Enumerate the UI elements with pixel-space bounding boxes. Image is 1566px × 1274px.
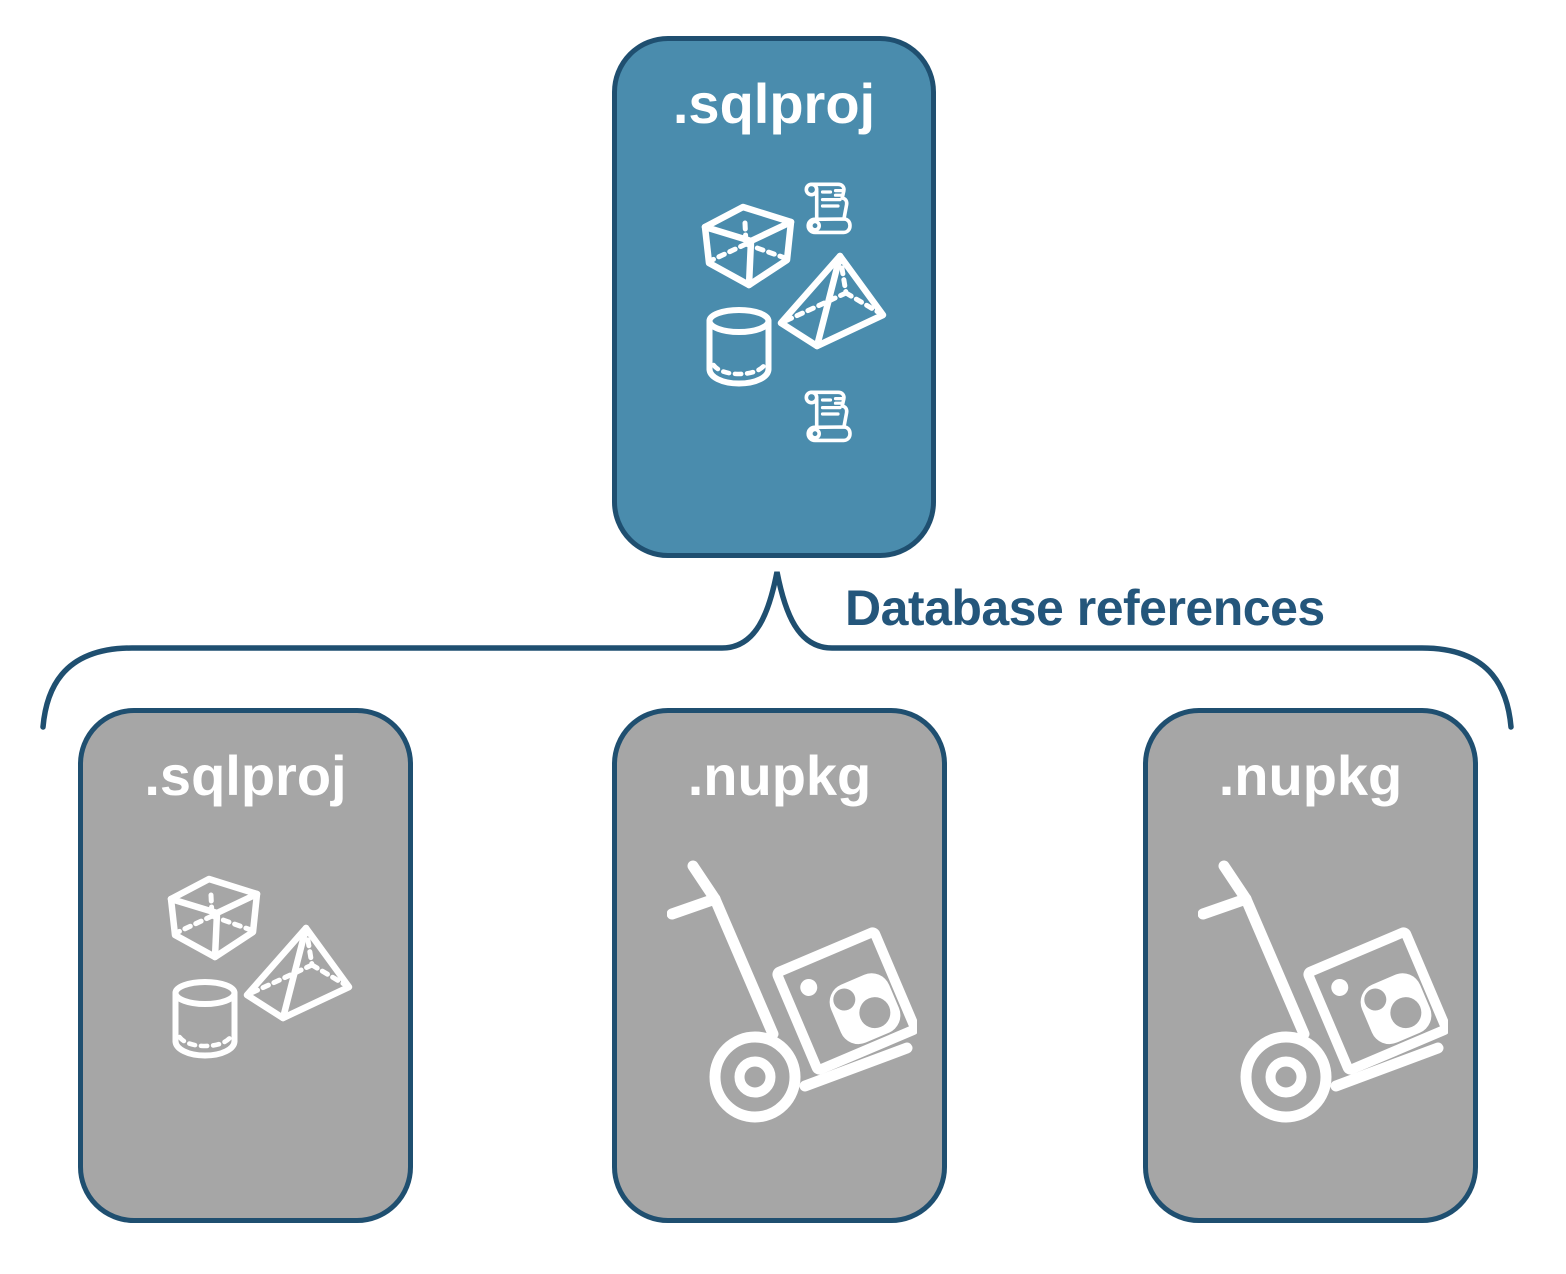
connector-label: Database references [845, 580, 1325, 636]
child-card-sqlproj: .sqlproj [78, 708, 413, 1223]
script-scroll-icon [804, 390, 852, 443]
script-scroll-icon [804, 182, 852, 235]
child-card-title: .nupkg [687, 744, 872, 807]
nuget-package-dolly-icon [667, 860, 917, 1123]
pyramid-icon [777, 252, 887, 350]
pyramid-icon [243, 924, 353, 1022]
child-card-nupkg-1: .nupkg [612, 708, 947, 1223]
cube-icon [167, 875, 261, 961]
nuget-package-dolly-icon [1198, 860, 1448, 1123]
database-cylinder-icon [706, 307, 772, 387]
root-card-sqlproj: .sqlproj [612, 36, 936, 558]
child-card-title: .nupkg [1218, 744, 1403, 807]
child-card-title: .sqlproj [144, 744, 347, 807]
root-card-title: .sqlproj [672, 72, 876, 135]
brace-connector [40, 571, 1514, 730]
cube-icon [701, 203, 795, 289]
child-card-nupkg-2: .nupkg [1143, 708, 1478, 1223]
database-cylinder-icon [172, 979, 238, 1059]
